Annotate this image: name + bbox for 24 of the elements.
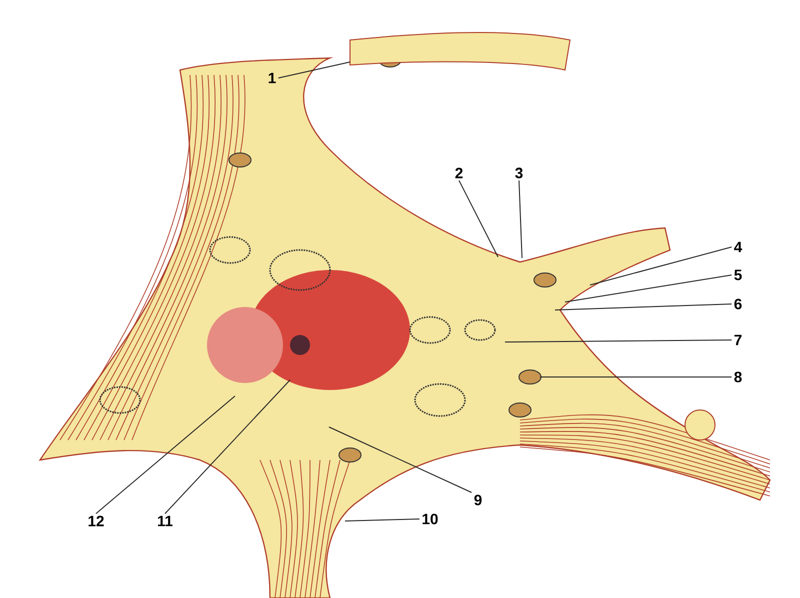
callout-number: 9 [474,494,482,506]
callout-number: 7 [734,334,742,346]
leader-line [518,180,522,258]
callout-number: 11 [158,516,172,526]
callout-number: 6 [734,298,742,310]
leader-line [564,274,732,302]
leader-line [458,180,498,258]
callout-number: 10 [422,514,438,524]
leader-line [540,376,732,378]
leader-line [590,246,732,286]
leader-line [164,380,290,514]
callout-number: 4 [734,242,742,252]
callout-number: 12 [88,516,104,526]
leader-line [278,62,350,78]
leader-line [96,396,236,514]
callout-number: 5 [734,270,742,280]
leader-line [328,426,472,493]
callout-number: 2 [455,168,463,178]
leader-line [554,304,732,310]
leader-line [504,340,732,342]
leader-line [344,518,420,522]
callout-number: 8 [734,372,742,382]
callout-number: 1 [268,72,276,84]
callout-number: 3 [515,168,523,178]
